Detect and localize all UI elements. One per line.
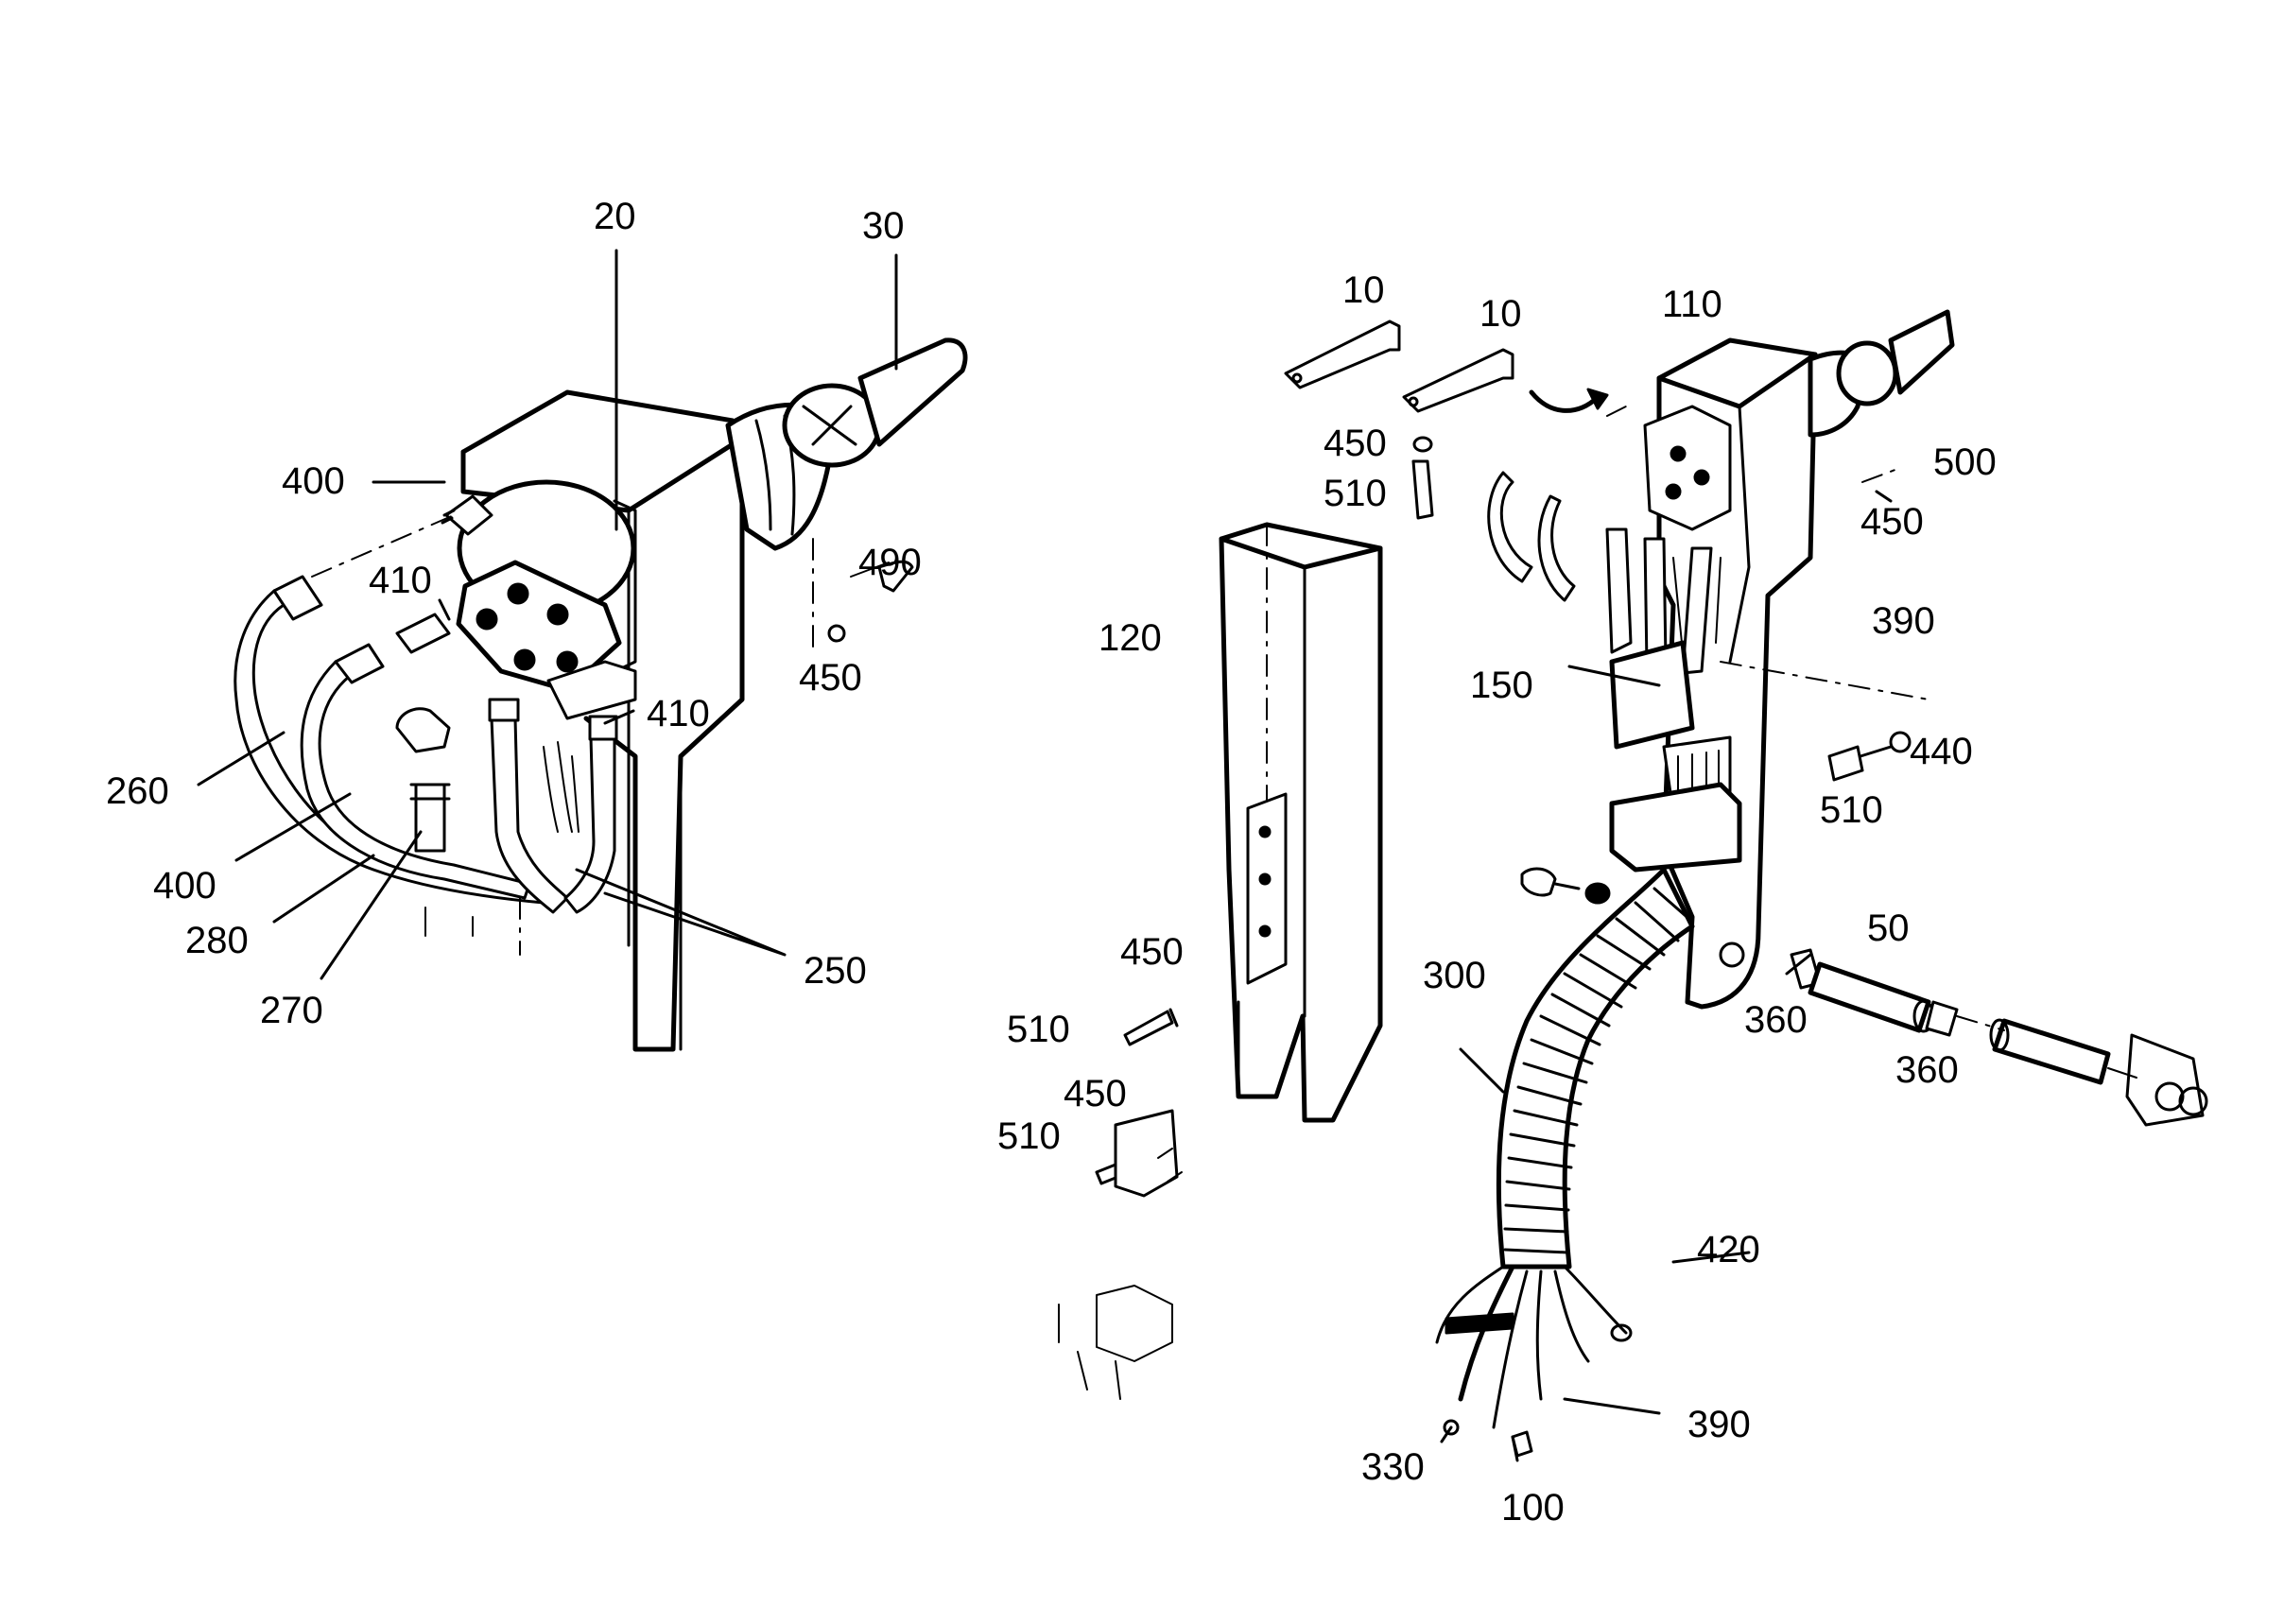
- callout-510-right: 510: [1820, 789, 1883, 831]
- callout-510-center: 510: [1007, 1009, 1070, 1050]
- left-leaders: [197, 249, 914, 980]
- hose-280: [300, 660, 531, 900]
- callout-450-top: 450: [1324, 423, 1387, 464]
- callout-450-lower: 450: [1064, 1073, 1127, 1114]
- fitting-400-lower: [395, 707, 451, 753]
- pins-50-360: [1790, 948, 2208, 1127]
- callout-10-b: 10: [1479, 293, 1522, 335]
- fitting-400-top: [444, 494, 493, 536]
- callout-450-center: 450: [1120, 931, 1184, 973]
- callout-250: 250: [804, 950, 867, 992]
- callout-30: 30: [862, 205, 905, 247]
- callout-labels: 20 30 400 410 490 450 260 410 400 280 27…: [106, 196, 1997, 1529]
- callout-280: 280: [185, 920, 249, 961]
- hose-270: [414, 783, 446, 853]
- callout-510-top: 510: [1324, 473, 1387, 514]
- callout-490: 490: [858, 542, 922, 583]
- left-assembly: [234, 337, 968, 1052]
- callout-410-top: 410: [369, 560, 432, 601]
- callout-510-lower: 510: [997, 1115, 1061, 1157]
- callout-440: 440: [1910, 731, 1973, 772]
- callout-50: 50: [1867, 907, 1910, 949]
- callout-410-mid: 410: [647, 693, 710, 734]
- handle-30: [857, 337, 968, 447]
- callout-420: 420: [1697, 1229, 1760, 1270]
- right-assembly: [1435, 309, 1955, 1458]
- callout-400-top: 400: [282, 460, 345, 502]
- callout-120: 120: [1099, 617, 1162, 659]
- callout-260: 260: [106, 770, 169, 812]
- callout-450-right: 450: [1860, 501, 1924, 543]
- brackets-10: [1284, 320, 1609, 520]
- right-leaders: [1440, 490, 1893, 1462]
- callout-360-a: 360: [1744, 999, 1808, 1041]
- callout-450-left: 450: [799, 657, 862, 699]
- callout-100: 100: [1501, 1487, 1565, 1529]
- callout-300: 300: [1423, 955, 1486, 996]
- callout-330: 330: [1361, 1446, 1425, 1488]
- callout-400-lower: 400: [153, 865, 216, 907]
- fasteners-center: [1058, 1008, 1183, 1400]
- callout-390-bottom: 390: [1687, 1404, 1751, 1445]
- callout-360-b: 360: [1895, 1049, 1959, 1091]
- callout-150: 150: [1470, 665, 1533, 706]
- callout-390-top: 390: [1872, 600, 1935, 642]
- callout-110: 110: [1662, 284, 1722, 325]
- callout-20: 20: [594, 196, 636, 237]
- callout-500: 500: [1933, 441, 1997, 483]
- callout-10-a: 10: [1342, 269, 1385, 311]
- cover-120: [1219, 522, 1383, 1123]
- callout-270: 270: [260, 990, 323, 1031]
- hose-250-a: [490, 717, 569, 914]
- block-150: [1609, 640, 1695, 750]
- fitting-410-upper: [395, 613, 451, 654]
- hose-250-b: [563, 735, 616, 914]
